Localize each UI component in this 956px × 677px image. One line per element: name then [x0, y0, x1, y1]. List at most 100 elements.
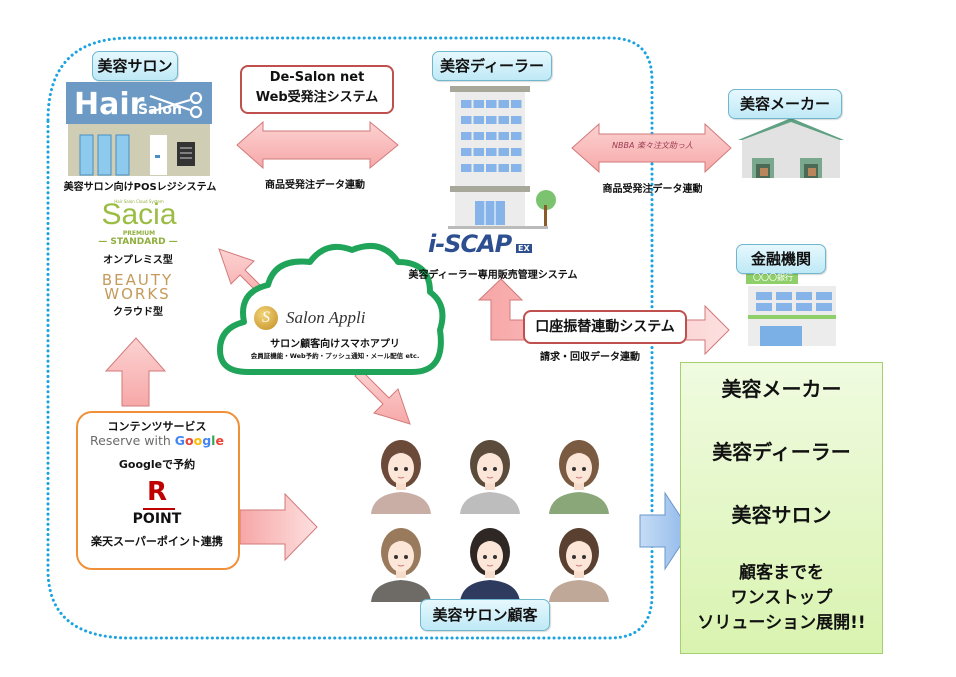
- window: [511, 164, 522, 172]
- window: [511, 148, 522, 156]
- window: [498, 100, 509, 108]
- window: [511, 100, 522, 108]
- customer-avatar-icon: [543, 434, 615, 514]
- beauty-works-line1: BEAUTY: [101, 271, 174, 289]
- iscap-logo: i-SCAP: [428, 230, 512, 258]
- dealer-caption: 美容ディーラー専用販売管理システム: [408, 270, 578, 281]
- window: [796, 292, 812, 300]
- sacia-standard: — STANDARD —: [98, 237, 178, 247]
- window: [498, 116, 509, 124]
- scissors-icon: [149, 91, 203, 119]
- solution-final-line1: 顧客までを: [739, 563, 824, 583]
- bank-sign: 〇〇〇銀行: [753, 273, 793, 282]
- window: [511, 132, 522, 140]
- google-reserve-caption: Googleで予約: [118, 458, 196, 471]
- window: [486, 116, 497, 124]
- maker-label: 美容メーカー: [728, 89, 842, 119]
- rakuten-swoosh: [143, 508, 175, 510]
- arrow-content-to-customers: [239, 492, 318, 562]
- salon-building-icon: [66, 82, 212, 176]
- window: [473, 100, 484, 108]
- beauty-works-line2: WORKS: [104, 285, 171, 303]
- window: [498, 148, 509, 156]
- window: [816, 303, 832, 311]
- desalon-caption: 商品受発注データ連動: [265, 180, 365, 191]
- content-services-title: コンテンツサービス: [107, 420, 207, 433]
- window: [461, 100, 472, 108]
- window: [486, 100, 497, 108]
- bank-windows: [756, 292, 832, 311]
- window: [461, 148, 472, 156]
- solution-step-dealer: 美容ディーラー: [712, 440, 851, 464]
- solution-panel: 美容メーカー 美容ディーラー 美容サロン 顧客までを ワンストップ ソリューショ…: [680, 362, 883, 654]
- salon-caption: 美容サロン向けPOSレジシステム: [63, 182, 217, 193]
- rakuten-r-icon: R: [146, 477, 168, 507]
- google-wordmark: Google: [174, 433, 224, 448]
- solution-step-maker: 美容メーカー: [721, 377, 842, 401]
- window: [776, 303, 792, 311]
- window: [461, 116, 472, 124]
- customers-label: 美容サロン顧客: [420, 599, 550, 631]
- window: [796, 303, 812, 311]
- solution-final-line2: ワンストップ: [730, 588, 833, 608]
- sacia-logo: Sacia: [101, 198, 177, 231]
- reserve-with-google-logo: Reserve with Google: [76, 433, 238, 448]
- window: [461, 132, 472, 140]
- dealer-windows: [461, 100, 522, 172]
- dealer-label: 美容ディーラー: [432, 51, 552, 81]
- rakuten-caption: 楽天スーパーポイント連携: [91, 535, 223, 548]
- window: [498, 164, 509, 172]
- window: [473, 132, 484, 140]
- maker-caption: 商品受発注データ連動: [602, 184, 703, 195]
- window: [816, 292, 832, 300]
- salon-appli-name: Salon Appli: [286, 308, 366, 327]
- arrow-to-solution: [639, 491, 691, 571]
- window: [486, 148, 497, 156]
- salon-appli-cloud: [217, 243, 446, 375]
- sacia-premium: PREMIUM: [122, 230, 156, 237]
- window: [776, 292, 792, 300]
- customer-avatar-icon: [454, 522, 526, 602]
- window: [461, 164, 472, 172]
- salon-sign-main: Hair: [74, 87, 145, 122]
- transfer-box: 口座振替連動システム: [523, 310, 687, 344]
- transfer-caption: 請求・回収データ連動: [540, 352, 640, 363]
- customer-avatar-icon: [454, 434, 526, 514]
- sacia-tagline: Hair Salon Cloud System: [114, 199, 164, 204]
- window: [486, 132, 497, 140]
- desalon-line2: Web受発注システム: [255, 90, 379, 105]
- window: [511, 116, 522, 124]
- desalon-box: De-Salon net Web受発注システム: [240, 65, 394, 114]
- sacia-caption: オンプレミス型: [103, 255, 173, 266]
- window: [473, 164, 484, 172]
- window: [473, 116, 484, 124]
- solution-final-line3: ソリューション展開!!: [697, 613, 866, 633]
- arrow-salon-dealer: [236, 120, 399, 170]
- iscap-badge: EX: [516, 244, 532, 253]
- salon-appli-title: サロン顧客向けスマホアプリ: [270, 339, 400, 350]
- salon-appli-logo-icon: S: [254, 306, 278, 330]
- arrow-app-to-customers: [354, 369, 411, 425]
- customer-avatar-icon: [365, 522, 437, 602]
- window: [486, 164, 497, 172]
- salon-appli-features: 会員証機能・Web予約・プッシュ通知・メール配信 etc.: [250, 352, 420, 360]
- nbba-logo: NBBA 楽々注文助っ人: [612, 141, 693, 150]
- salon-sign-sub: Salon: [138, 102, 182, 118]
- customer-avatar-icon: [365, 434, 437, 514]
- arrow-content-to-salon: [104, 337, 167, 407]
- solution-step-salon: 美容サロン: [731, 503, 832, 527]
- customer-avatar-icon: [543, 522, 615, 602]
- reserve-with-text: Reserve with: [90, 433, 175, 448]
- beauty-works-caption: クラウド型: [113, 307, 163, 318]
- window: [756, 303, 772, 311]
- salon-label: 美容サロン: [92, 51, 178, 81]
- warehouse-icon: [738, 118, 844, 178]
- bank-label: 金融機関: [736, 244, 826, 274]
- rakuten-point: POINT: [132, 511, 182, 527]
- desalon-line1: De-Salon net: [269, 70, 365, 85]
- window: [473, 148, 484, 156]
- window: [756, 292, 772, 300]
- arrow-dealer-maker: [571, 122, 732, 174]
- content-services-box: [76, 411, 240, 570]
